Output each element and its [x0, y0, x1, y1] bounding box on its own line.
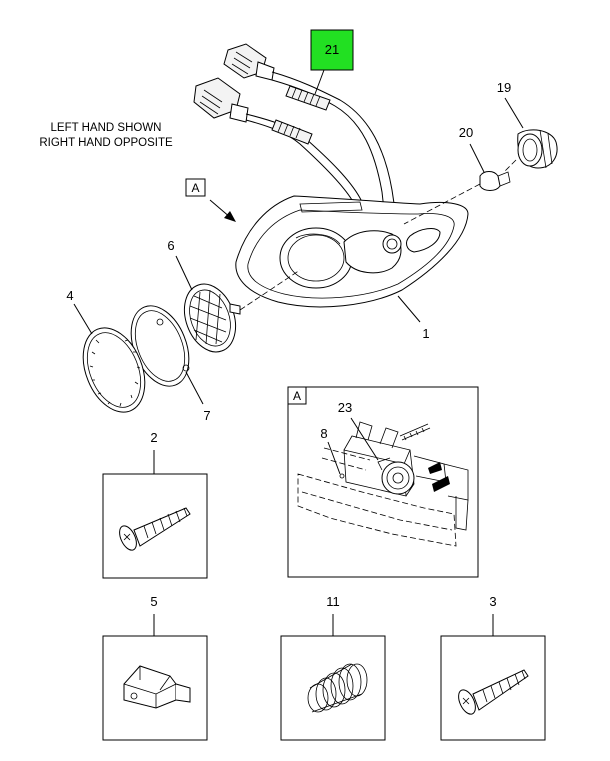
wiring-harness [193, 43, 396, 211]
callout-21: 21 [325, 42, 339, 57]
callout-1: 1 [422, 326, 429, 341]
callout-6: 6 [167, 238, 174, 253]
orientation-note-line-2: RIGHT HAND OPPOSITE [39, 137, 173, 149]
detail-housing-section [297, 421, 469, 547]
bezel-ring [82, 327, 146, 413]
callout-20: 20 [459, 125, 473, 140]
callout-4: 4 [66, 288, 73, 303]
detail-view-a-label-box [287, 386, 307, 405]
callout-7: 7 [203, 408, 210, 423]
bulb [479, 171, 511, 191]
sealed-beam-lamp [183, 283, 241, 353]
detail-view-a-label: A [293, 389, 301, 403]
view-a-reference-letter: A [191, 181, 199, 195]
bulb-socket [517, 129, 558, 169]
headlamp-housing [235, 195, 469, 308]
view-a-arrow [224, 211, 236, 222]
detail-adjuster-component [377, 457, 450, 495]
callout-19: 19 [497, 80, 511, 95]
callout-5: 5 [150, 594, 157, 609]
part-11-spring [307, 663, 368, 713]
callout-8: 8 [320, 426, 327, 441]
callout-3: 3 [489, 594, 496, 609]
callout-23: 23 [338, 400, 352, 415]
part-3-screw [458, 669, 529, 715]
callout-2: 2 [150, 430, 157, 445]
part-11-box [280, 635, 386, 741]
callout-21-highlight[interactable] [310, 29, 354, 71]
part-2-screw [119, 507, 191, 551]
view-a-reference-box [185, 178, 206, 197]
retaining-ring [130, 305, 190, 387]
callout-11: 11 [326, 594, 340, 609]
part-5-bracket [123, 665, 191, 709]
orientation-note-line-1: LEFT HAND SHOWN [51, 122, 162, 134]
